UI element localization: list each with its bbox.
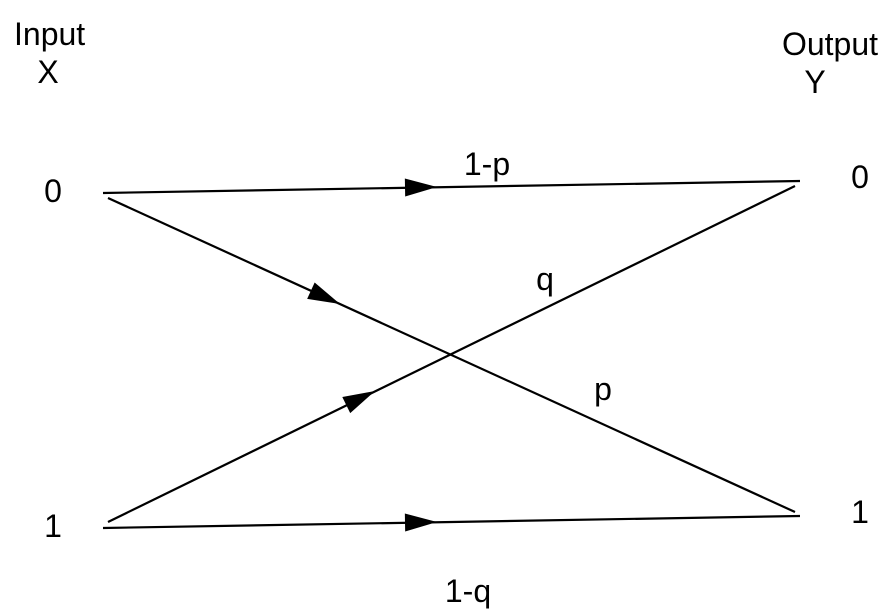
input-node-0: 0 — [44, 173, 62, 209]
edge-1-to-0: q — [107, 185, 796, 523]
output-header-group: Output Y — [782, 26, 878, 100]
edge-1-to-1: 1-q — [102, 513, 801, 609]
edge-label-q: q — [536, 261, 554, 297]
output-variable-label: Y — [804, 64, 825, 100]
input-header-group: Input X — [14, 16, 85, 90]
arrowhead-0-to-1 — [307, 282, 340, 304]
edge-1-to-0-line — [107, 185, 796, 523]
edge-label-1-q: 1-q — [445, 573, 491, 609]
edge-1-to-1-line — [102, 514, 801, 530]
edge-0-to-0: 1-p — [102, 146, 801, 197]
output-header-label: Output — [782, 26, 878, 62]
arrowhead-1-to-0 — [342, 391, 375, 414]
edge-0-to-0-line — [102, 179, 801, 195]
edge-label-1-p: 1-p — [464, 146, 510, 182]
arrowhead-0-to-0 — [404, 178, 437, 197]
edge-label-p: p — [594, 371, 612, 407]
arrowhead-1-to-1 — [404, 513, 437, 532]
output-node-0: 0 — [851, 159, 869, 195]
input-variable-label: X — [37, 54, 58, 90]
input-header-label: Input — [14, 16, 85, 52]
input-node-1: 1 — [44, 508, 62, 544]
output-node-1: 1 — [851, 494, 869, 530]
